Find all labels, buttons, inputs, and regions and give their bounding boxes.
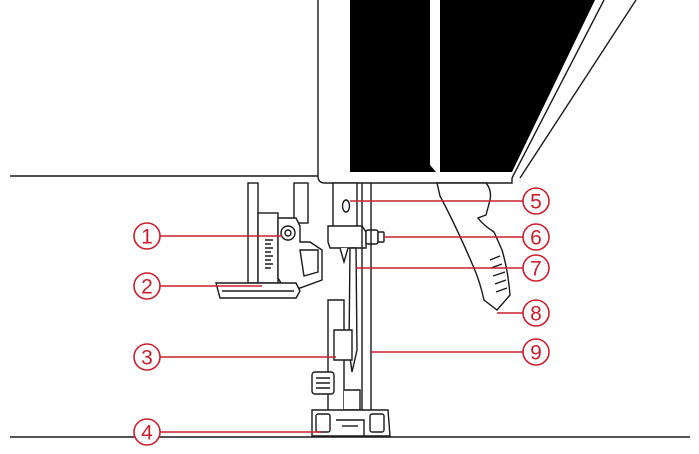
callout-label-6: 6 <box>530 227 542 250</box>
callout-label-4: 4 <box>141 422 153 445</box>
callout-circle-8 <box>522 299 550 327</box>
callout-circle-1 <box>133 222 161 250</box>
callout-label-1: 1 <box>141 226 153 249</box>
callout-label-2: 2 <box>141 276 153 299</box>
callout-circle-5 <box>522 187 550 215</box>
thread-cutter <box>436 182 511 311</box>
callout-label-8: 8 <box>530 303 542 326</box>
presser-foot <box>311 409 391 437</box>
presser-bar <box>293 182 309 224</box>
callout-markers <box>133 187 550 446</box>
callout-circle-9 <box>522 338 550 366</box>
callout-circle-6 <box>522 223 550 251</box>
callout-label-7: 7 <box>530 258 542 281</box>
callout-label-9: 9 <box>530 342 542 365</box>
callout-circle-3 <box>133 343 161 371</box>
needle-threader-bracket <box>247 182 323 289</box>
needle-bar-clamp <box>327 182 385 265</box>
callout-circle-4 <box>133 418 161 446</box>
callout-label-3: 3 <box>141 347 153 370</box>
display-panels <box>350 0 595 172</box>
callout-label-5: 5 <box>530 191 542 214</box>
callout-circle-7 <box>522 254 550 282</box>
callout-leaders <box>160 200 523 433</box>
callout-circle-2 <box>133 272 161 300</box>
presser-foot-shank <box>311 299 361 431</box>
